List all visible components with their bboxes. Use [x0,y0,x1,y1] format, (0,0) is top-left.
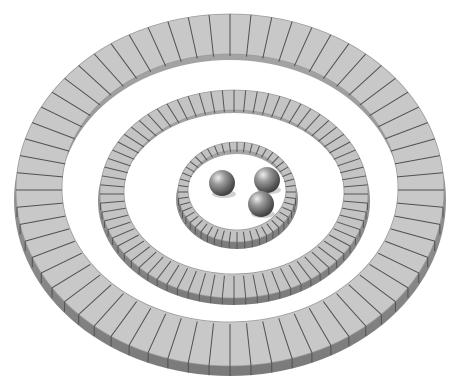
sphere [209,170,235,196]
middle-ring [98,90,370,305]
inner-ring [176,142,298,249]
spheres [209,167,281,218]
sphere [248,191,274,217]
sphere [254,167,280,193]
